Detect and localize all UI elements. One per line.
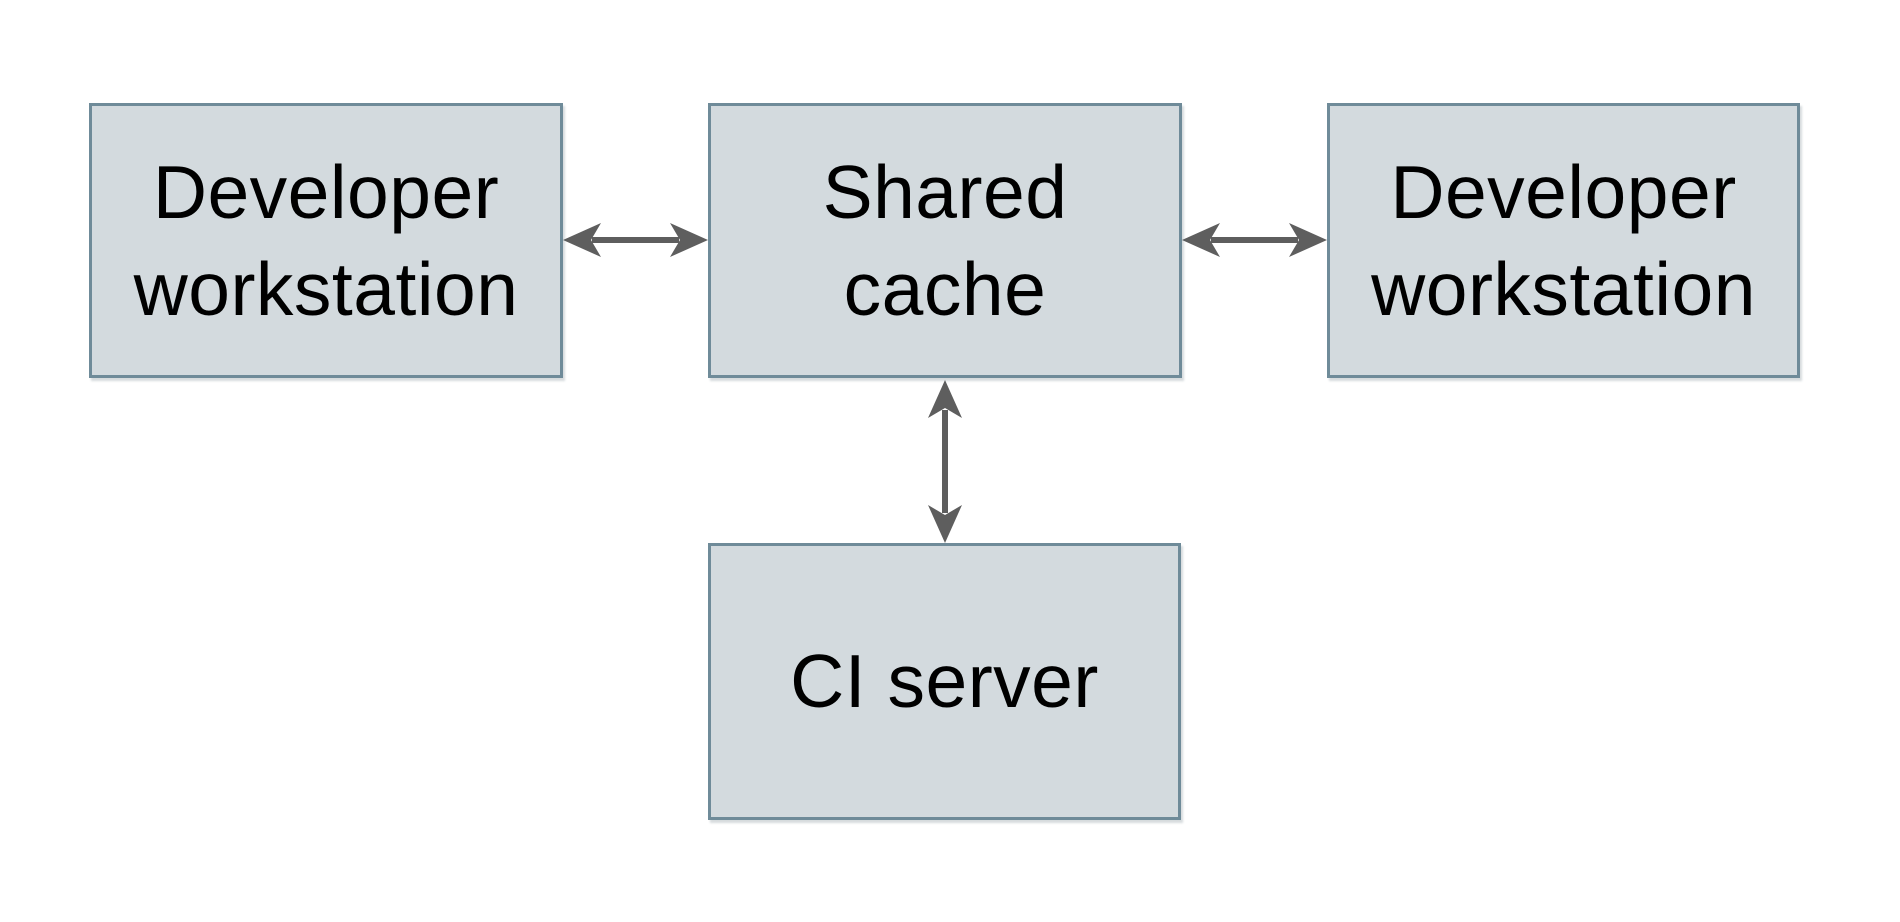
arrowhead-up-icon: [928, 380, 962, 418]
node-ci-server: CI server: [708, 543, 1181, 820]
arrowhead-right-icon: [670, 223, 708, 257]
double-arrow-devleft-cache: [563, 223, 708, 257]
node-label-line: CI server: [790, 639, 1099, 723]
double-arrow-cache-ciserver: [928, 380, 962, 543]
node-label-line: cache: [843, 246, 1047, 331]
arrowhead-left-icon: [563, 223, 601, 257]
node-shared-cache: Shared cache: [708, 103, 1182, 378]
node-label-line: Developer: [1390, 149, 1737, 234]
node-developer-workstation-left: Developer workstation: [89, 103, 563, 378]
node-label-line: Developer: [152, 149, 500, 234]
arrowhead-down-icon: [928, 505, 962, 543]
node-label-line: workstation: [1371, 246, 1756, 331]
node-label-line: workstation: [133, 246, 519, 331]
node-label-line: Shared: [822, 149, 1068, 234]
arrowhead-left-icon: [1182, 223, 1220, 257]
double-arrow-cache-devright: [1182, 223, 1327, 257]
node-developer-workstation-right: Developer workstation: [1327, 103, 1800, 378]
arrowhead-right-icon: [1289, 223, 1327, 257]
